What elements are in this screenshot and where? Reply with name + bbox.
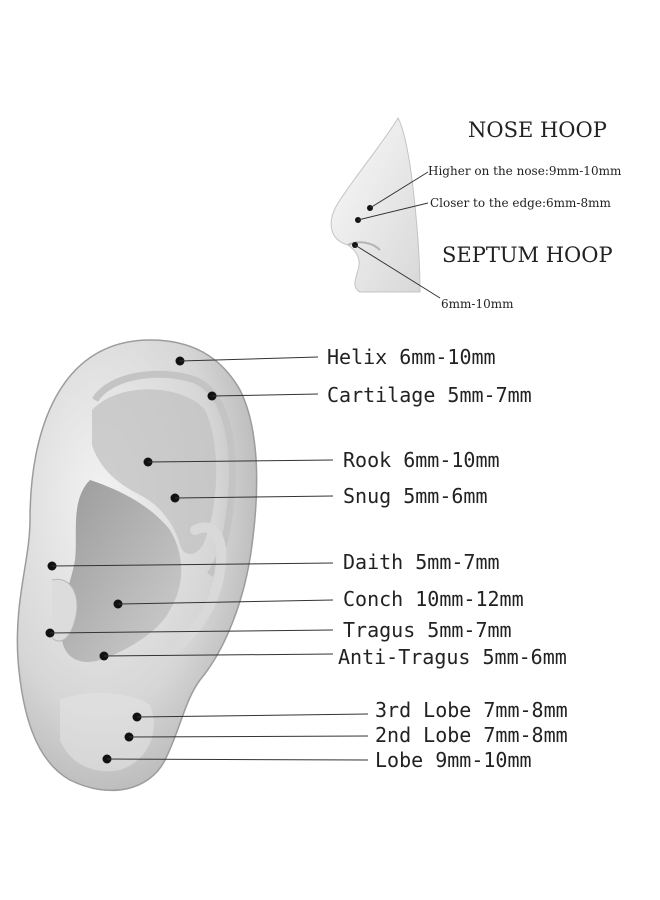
- third-lobe-leader: [136, 713, 369, 718]
- nose-high-leader: [369, 171, 429, 209]
- nose-hoop-title: NOSE HOOP: [468, 118, 607, 142]
- anti-tragus-leader: [103, 653, 334, 657]
- septum-size-note: 6mm-10mm: [441, 297, 514, 311]
- nose-edge-note: Closer to the edge:6mm-8mm: [430, 196, 611, 210]
- second-lobe-leader: [128, 735, 369, 738]
- third-lobe-label: 3rd Lobe 7mm-8mm: [375, 698, 568, 722]
- second-lobe-label: 2nd Lobe 7mm-8mm: [375, 723, 568, 747]
- lobe-leader: [106, 758, 369, 761]
- conch-leader: [117, 599, 334, 605]
- ear-pointers: [45, 356, 369, 764]
- helix-leader: [179, 356, 319, 362]
- snug-label: Snug 5mm-6mm: [343, 484, 488, 508]
- tragus-label: Tragus 5mm-7mm: [343, 618, 512, 642]
- nose-high-note: Higher on the nose:9mm-10mm: [428, 164, 622, 178]
- daith-label: Daith 5mm-7mm: [343, 550, 500, 574]
- anti-tragus-label: Anti-Tragus 5mm-6mm: [338, 645, 567, 669]
- cartilage-leader: [211, 393, 319, 397]
- septum-hoop-title: SEPTUM HOOP: [442, 243, 613, 267]
- nose-edge-leader: [357, 202, 429, 221]
- cartilage-label: Cartilage 5mm-7mm: [327, 383, 532, 407]
- lobe-label: Lobe 9mm-10mm: [375, 748, 532, 772]
- rook-leader: [147, 459, 334, 463]
- daith-leader: [51, 562, 334, 567]
- rook-label: Rook 6mm-10mm: [343, 448, 500, 472]
- conch-label: Conch 10mm-12mm: [343, 587, 524, 611]
- helix-label: Helix 6mm-10mm: [327, 345, 496, 369]
- ear-labels: Helix 6mm-10mm Cartilage 5mm-7mm Rook 6m…: [327, 345, 568, 772]
- septum-leader: [354, 244, 441, 299]
- snug-leader: [174, 495, 334, 499]
- tragus-leader: [49, 629, 334, 634]
